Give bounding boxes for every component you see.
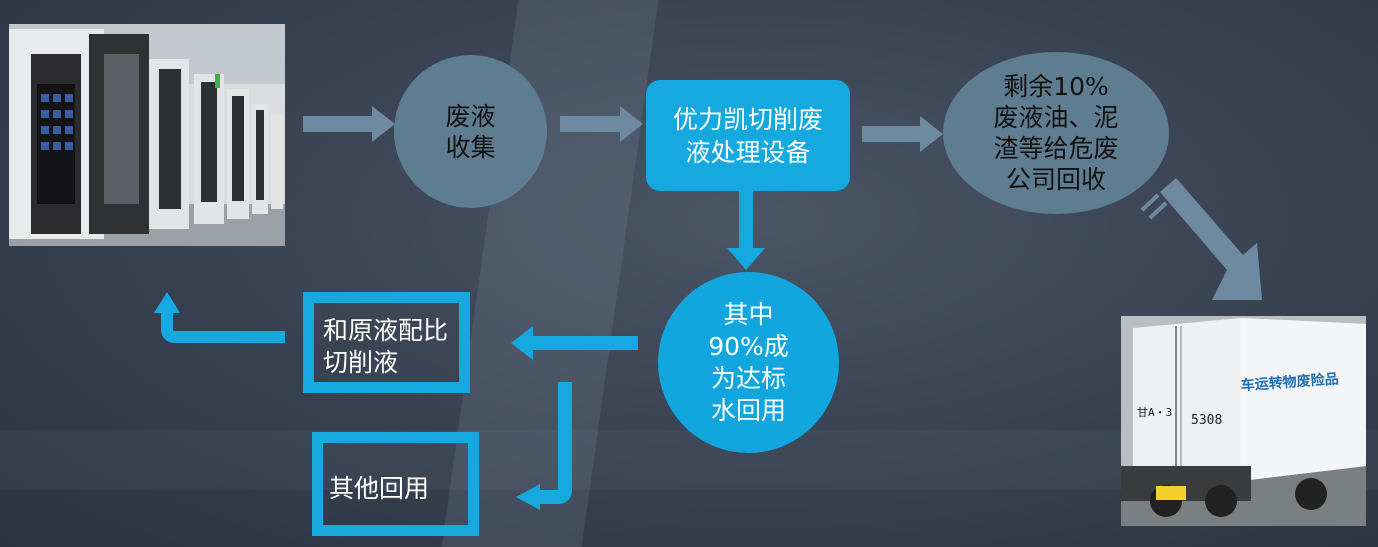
arrow-to-other-reuse <box>538 382 572 504</box>
node-text-line: 水回用 <box>710 395 786 425</box>
box-text-line: 其他回用 <box>329 474 430 503</box>
arrow-to-equipment <box>560 106 643 142</box>
node-text-line: 收集 <box>445 132 496 162</box>
node-text-line: 废液 <box>445 101 496 131</box>
box-text-line: 切削液 <box>323 348 399 377</box>
arrow-to-water-reuse <box>727 190 765 270</box>
node-text-line: 公司回收 <box>1005 165 1106 194</box>
arrow-to-truck <box>1140 178 1262 300</box>
node-text-line: 为达标 <box>710 363 786 393</box>
arrow-to-collection <box>303 106 395 142</box>
arrow-to-mix <box>511 326 638 360</box>
arrow-to-remaining <box>862 116 943 152</box>
truck-plate-right: 5308 <box>1191 413 1222 428</box>
cnc-machines-photo <box>9 24 285 246</box>
hazardous-waste-truck-photo: 车运转物废险品 甘A・3 5308 <box>1121 316 1366 526</box>
node-text-line: 优力凯切削废 <box>672 104 823 134</box>
mix-cutting-fluid-box: 和原液配比 切削液 <box>303 292 470 393</box>
treatment-equipment-node: 优力凯切削废 液处理设备 <box>646 80 850 191</box>
truck-plate-left: 甘A・3 <box>1137 406 1172 419</box>
truck-side-text: 车运转物废险品 <box>1240 370 1339 394</box>
node-text-line: 剩余10% <box>1003 72 1109 101</box>
remaining-recycle-node: 剩余10% 废液油、泥 渣等给危废 公司回收 <box>943 52 1169 214</box>
node-text-line: 废液油、泥 <box>993 103 1119 132</box>
waste-collection-node: 废液 收集 <box>394 55 547 208</box>
box-text-line: 和原液配比 <box>323 316 449 345</box>
arrow-return-to-machines <box>161 312 285 343</box>
other-reuse-box: 其他回用 <box>312 432 479 536</box>
node-text-line: 其中 <box>723 299 774 329</box>
water-reuse-node: 其中 90%成 为达标 水回用 <box>658 272 839 453</box>
node-text-line: 90%成 <box>708 331 789 361</box>
node-text-line: 液处理设备 <box>685 137 811 167</box>
node-text-line: 渣等给危废 <box>993 134 1119 163</box>
